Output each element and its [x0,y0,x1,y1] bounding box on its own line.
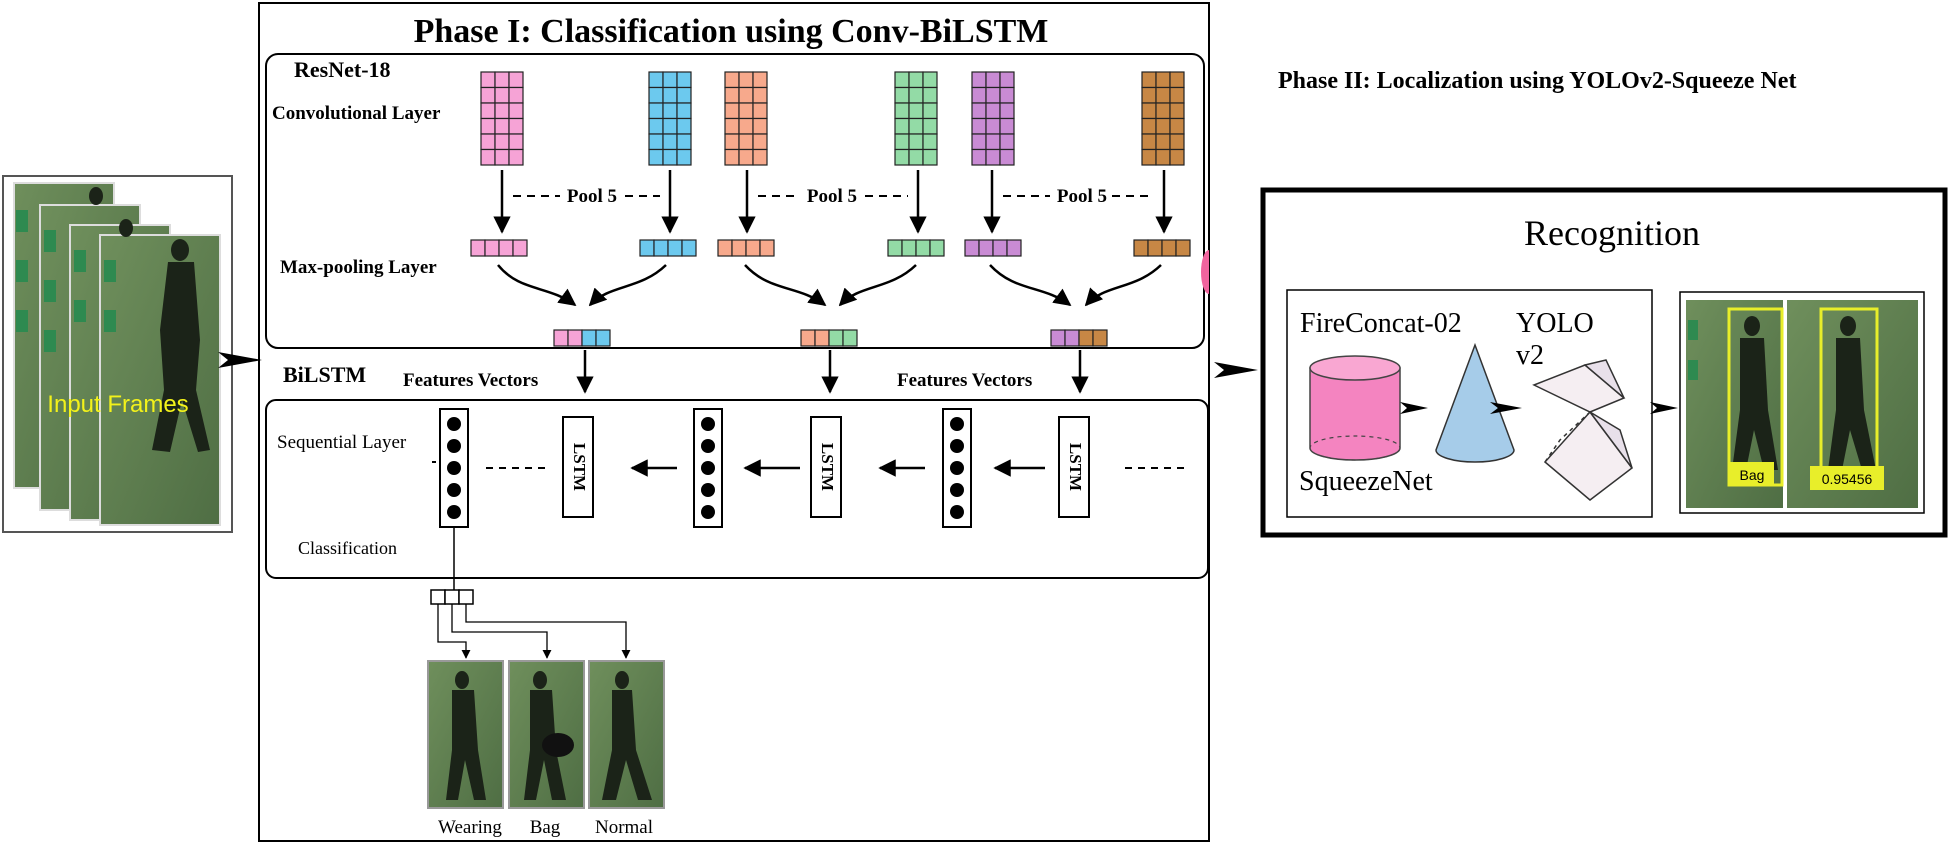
dot-column-3 [942,408,972,528]
conv-grid-2 [648,71,692,166]
yolo-label-line2: v2 [1516,340,1544,371]
detection-label-1: Bag [1740,467,1765,483]
output-frame-wearing [427,660,504,809]
lstm-label-1: LSTM [570,443,589,491]
phase2-title: Phase II: Localization using YOLOv2-Sque… [1278,68,1796,94]
sequential-layer-label: Sequential Layer [277,432,407,453]
resnet-label: ResNet-18 [294,57,391,82]
concat-vectors [553,329,1108,347]
conv-to-pool-arrows [493,170,1173,234]
features-label-1: Features Vectors [403,370,538,391]
conv-grid-3 [724,71,768,166]
features-label-2: Features Vectors [897,370,1032,391]
yolo-head-icon [1532,359,1634,501]
bilstm-label: BiLSTM [283,362,366,387]
dot-column-2 [693,408,723,528]
pool-label-1: Pool 5 [567,186,617,207]
class-label-bag: Bag [530,817,561,838]
detection-frame-1: Bag [1686,300,1784,508]
conv-grid-5 [971,71,1015,166]
concat-vector-3 [1050,329,1108,347]
bilstm-dashes [432,461,1185,469]
phase1-to-phase2-arrow [1214,362,1258,378]
bilstm-box [265,399,1209,579]
conv-grids [480,71,1185,166]
fireconcat-cone-icon [1435,342,1515,463]
input-frames: Input Frames [2,175,233,533]
yolo-label-line1: YOLO [1516,308,1594,339]
pool-vector-3 [717,239,775,257]
lstm-cell-2 [810,416,842,518]
squeezenet-label: SqueezeNet [1299,466,1433,497]
conv-grid-4 [894,71,938,166]
input-to-phase1-arrow [218,352,262,368]
pool-vector-4 [887,239,945,257]
recognition-title: Recognition [1524,213,1700,253]
features-arrows [576,350,1089,394]
output-frame-normal [588,660,665,809]
phase1-panel: Phase I: Classification using Conv-BiLST… [258,2,1210,842]
pool-vector-1 [470,239,528,257]
pool-vector-5 [964,239,1022,257]
phase1-title: Phase I: Classification using Conv-BiLST… [414,13,1049,50]
resnet-box [265,53,1205,349]
maxpool-layer-label: Max-pooling Layer [280,257,437,278]
detection-label-2: 0.95456 [1822,471,1873,487]
phase2-panel: Phase II: Localization using YOLOv2-Sque… [1260,68,1948,538]
classification-output: Wearing Bag Normal [427,527,665,838]
pool-vector-2 [639,239,697,257]
concat-vector-2 [800,329,858,347]
pool-merge-arrows [497,264,1162,307]
connector-marker [1201,250,1209,294]
fireconcat-label: FireConcat-02 [1300,308,1462,339]
lstm-cells: LSTM LSTM LSTM [562,416,1090,518]
output-frame-bag [508,660,585,809]
pool-vectors [470,239,1191,257]
pool-label-3: Pool 5 [1057,186,1107,207]
squeezenet-cylinder-icon [1309,355,1401,461]
dot-column-1 [439,408,469,528]
recognition-box [1260,187,1948,538]
class-label-normal: Normal [595,817,653,838]
pool-label-2: Pool 5 [807,186,857,207]
lstm-label-2: LSTM [818,443,837,491]
pool-vector-6 [1133,239,1191,257]
conv-grid-6 [1141,71,1185,166]
conv-layer-label: Convolutional Layer [272,103,441,124]
softmax-vector [430,589,474,605]
lstm-cell-3 [1058,416,1090,518]
detection-frame-2: 0.95456 [1787,300,1918,508]
lstm-cell-1 [562,416,594,518]
sequential-columns [439,408,972,528]
class-label-wearing: Wearing [438,817,502,838]
input-frames-label: Input Frames [47,391,188,418]
lstm-label-3: LSTM [1066,443,1085,491]
classification-label: Classification [298,538,397,558]
concat-vector-1 [553,329,611,347]
conv-grid-1 [480,71,524,166]
